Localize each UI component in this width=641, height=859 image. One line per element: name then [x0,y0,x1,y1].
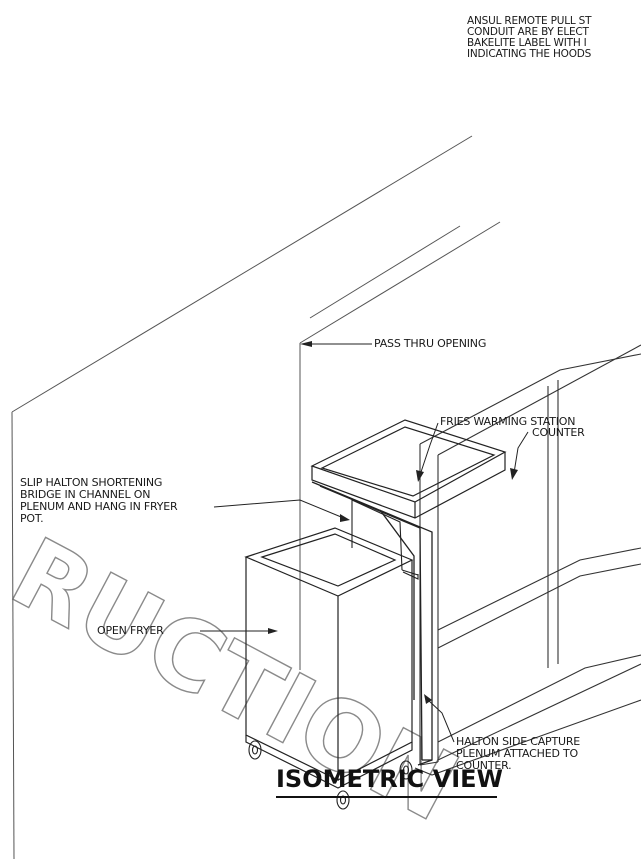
shortening-bridge-drawing [351,499,419,580]
fries-warming-station-drawing [310,419,507,519]
ansul-note-line-2: CONDUIT ARE BY ELECT [467,26,589,38]
side-capture-plenum-note: HALTON SIDE CAPTURE PLENUM ATTACHED TO C… [456,736,580,772]
open-fryer-drawing [244,527,414,789]
side-capture-line-3: COUNTER. [456,759,512,772]
counter-drawing [414,344,641,776]
fryer-casters [248,740,413,810]
watermark-text: RUCTION [0,516,475,843]
shortening-bridge-note: SLIP HALTON SHORTENING BRIDGE IN CHANNEL… [20,477,178,525]
view-title: ISOMETRIC VIEW [276,765,504,793]
leader-arrowheads [268,341,518,704]
leader-lines [200,343,529,743]
open-fryer-label: OPEN FRYER [97,624,164,637]
pass-thru-opening-label: PASS THRU OPENING [374,337,487,350]
side-capture-line-2: PLENUM ATTACHED TO [456,747,579,760]
fries-warming-station-label: FRIES WARMING STATION [440,415,576,428]
shortening-bridge-line-2: BRIDGE IN CHANNEL ON [20,488,151,501]
ansul-note-line-1: ANSUL REMOTE PULL ST [467,15,592,27]
wall-lines [11,135,501,859]
ansul-note: ANSUL REMOTE PULL ST CONDUIT ARE BY ELEC… [467,15,592,60]
counter-label: COUNTER [532,426,585,439]
shortening-bridge-line-3: PLENUM AND HANG IN FRYER [20,500,178,513]
side-capture-plenum-drawing [311,481,433,766]
ansul-note-line-3: BAKELITE LABEL WITH I [467,37,587,49]
shortening-bridge-line-4: POT. [20,512,44,525]
side-capture-line-1: HALTON SIDE CAPTURE [456,735,581,748]
ansul-note-line-4: INDICATING THE HOODS [467,48,592,60]
shortening-bridge-line-1: SLIP HALTON SHORTENING [20,476,163,489]
